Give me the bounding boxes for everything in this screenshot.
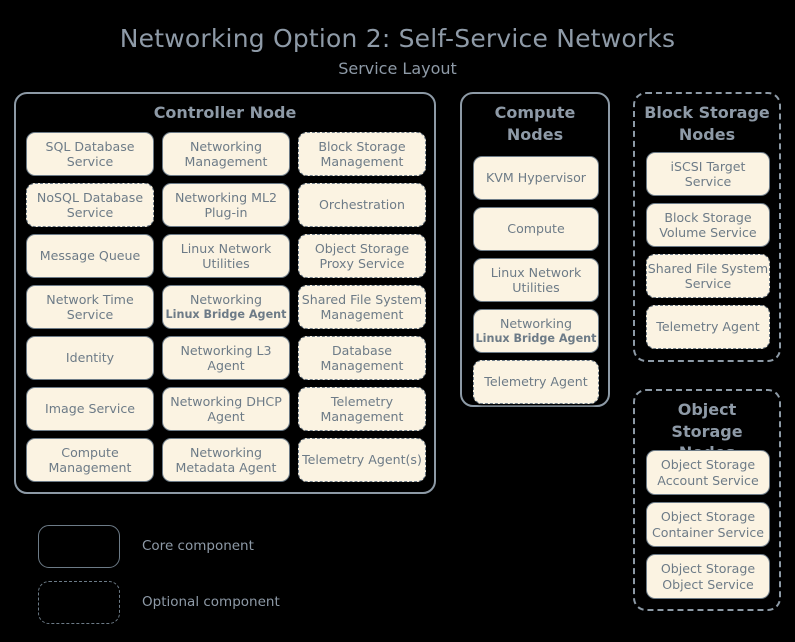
component-label: Object Storage Object Service	[660, 561, 756, 592]
component-box: Object Storage Proxy Service	[298, 234, 426, 278]
component-label: Network Time Service	[46, 291, 134, 322]
component-box: Object Storage Object Service	[646, 554, 770, 599]
component-label: Block Storage Management	[318, 138, 406, 169]
component-box: Compute	[473, 207, 599, 251]
component-label: Networking ML2 Plug-in	[175, 189, 277, 220]
component-box: Networking Management	[162, 132, 290, 176]
component-box: Image Service	[26, 387, 154, 431]
component-label: Message Queue	[39, 248, 141, 264]
component-label: Block Storage Volume Service	[659, 209, 757, 240]
component-label: Compute	[507, 221, 565, 237]
component-label: iSCSI Target Service	[670, 158, 746, 189]
component-box: KVM Hypervisor	[473, 156, 599, 200]
component-label: Linux Network Utilities	[490, 264, 582, 295]
component-label: KVM Hypervisor	[486, 170, 586, 186]
component-box: Shared File System Service	[646, 254, 770, 298]
component-label: Object Storage Proxy Service	[314, 240, 410, 271]
component-label: Networking Management	[184, 138, 268, 169]
component-label: SQL Database Service	[45, 138, 135, 169]
component-label: Telemetry Management	[320, 393, 404, 424]
legend-swatch-optional	[38, 580, 120, 624]
component-box: Identity	[26, 336, 154, 380]
component-label: Networking DHCP Agent	[170, 393, 282, 424]
component-box: Telemetry Agent(s)	[298, 438, 426, 482]
group-title-controller: Controller Node	[153, 103, 297, 122]
component-label: NoSQL Database Service	[36, 189, 144, 220]
legend-label-optional: Optional component	[142, 594, 280, 610]
component-label: Object Storage Account Service	[657, 457, 759, 488]
component-label: Linux Network Utilities	[180, 240, 272, 271]
legend-row-optional: Optional component	[38, 574, 280, 630]
component-sublabel: Linux Bridge Agent	[165, 307, 287, 321]
component-box: Shared File System Management	[298, 285, 426, 329]
component-box: Telemetry Agent	[646, 305, 770, 349]
component-label: Telemetry Agent	[656, 319, 760, 335]
component-label: Identity	[65, 350, 115, 366]
component-box: NoSQL Database Service	[26, 183, 154, 227]
component-label: Shared File System Service	[647, 260, 769, 291]
component-box: Object Storage Account Service	[646, 450, 770, 495]
component-label: Database Management	[320, 342, 404, 373]
component-label: Orchestration	[319, 197, 405, 213]
component-label: Networking Metadata Agent	[175, 444, 277, 475]
group-block-storage-nodes: Block Storage Nodes iSCSI Target Service…	[633, 92, 781, 362]
component-box: Block Storage Management	[298, 132, 426, 176]
component-box: SQL Database Service	[26, 132, 154, 176]
component-label: Shared File System Management	[301, 291, 423, 322]
component-box: Telemetry Agent	[473, 360, 599, 404]
component-box: Block Storage Volume Service	[646, 203, 770, 247]
component-label: Networking	[189, 292, 263, 308]
component-box: Orchestration	[298, 183, 426, 227]
component-box: iSCSI Target Service	[646, 152, 770, 196]
component-box: Network Time Service	[26, 285, 154, 329]
component-box: Linux Network Utilities	[473, 258, 599, 302]
component-box: Object Storage Container Service	[646, 502, 770, 547]
legend-swatch-core	[38, 524, 120, 568]
component-label: Telemetry Agent	[484, 374, 588, 390]
component-label: Image Service	[45, 401, 135, 417]
component-box: Message Queue	[26, 234, 154, 278]
component-label: Networking L3 Agent	[180, 342, 272, 373]
legend-row-core: Core component	[38, 518, 280, 574]
legend-label-core: Core component	[142, 538, 254, 554]
group-object-storage-nodes: Object Storage Nodes Object Storage Acco…	[633, 389, 781, 611]
page-subtitle: Service Layout	[338, 59, 457, 78]
component-label: Telemetry Agent(s)	[302, 452, 422, 468]
component-box: Linux Network Utilities	[162, 234, 290, 278]
component-box: Networking ML2 Plug-in	[162, 183, 290, 227]
component-box: Database Management	[298, 336, 426, 380]
component-box: Networking Metadata Agent	[162, 438, 290, 482]
component-label: Object Storage Container Service	[651, 509, 765, 540]
component-box: Telemetry Management	[298, 387, 426, 431]
component-box: Compute Management	[26, 438, 154, 482]
component-label: Compute Management	[48, 444, 132, 475]
legend: Core component Optional component	[38, 518, 280, 630]
component-box: Networking DHCP Agent	[162, 387, 290, 431]
group-title-block-storage: Block Storage Nodes	[644, 103, 770, 144]
component-label: Networking	[499, 316, 573, 332]
component-sublabel: Linux Bridge Agent	[475, 331, 597, 345]
component-box: Networking L3 Agent	[162, 336, 290, 380]
page-title: Networking Option 2: Self-Service Networ…	[119, 24, 676, 53]
group-title-compute: Compute Nodes	[494, 103, 576, 144]
